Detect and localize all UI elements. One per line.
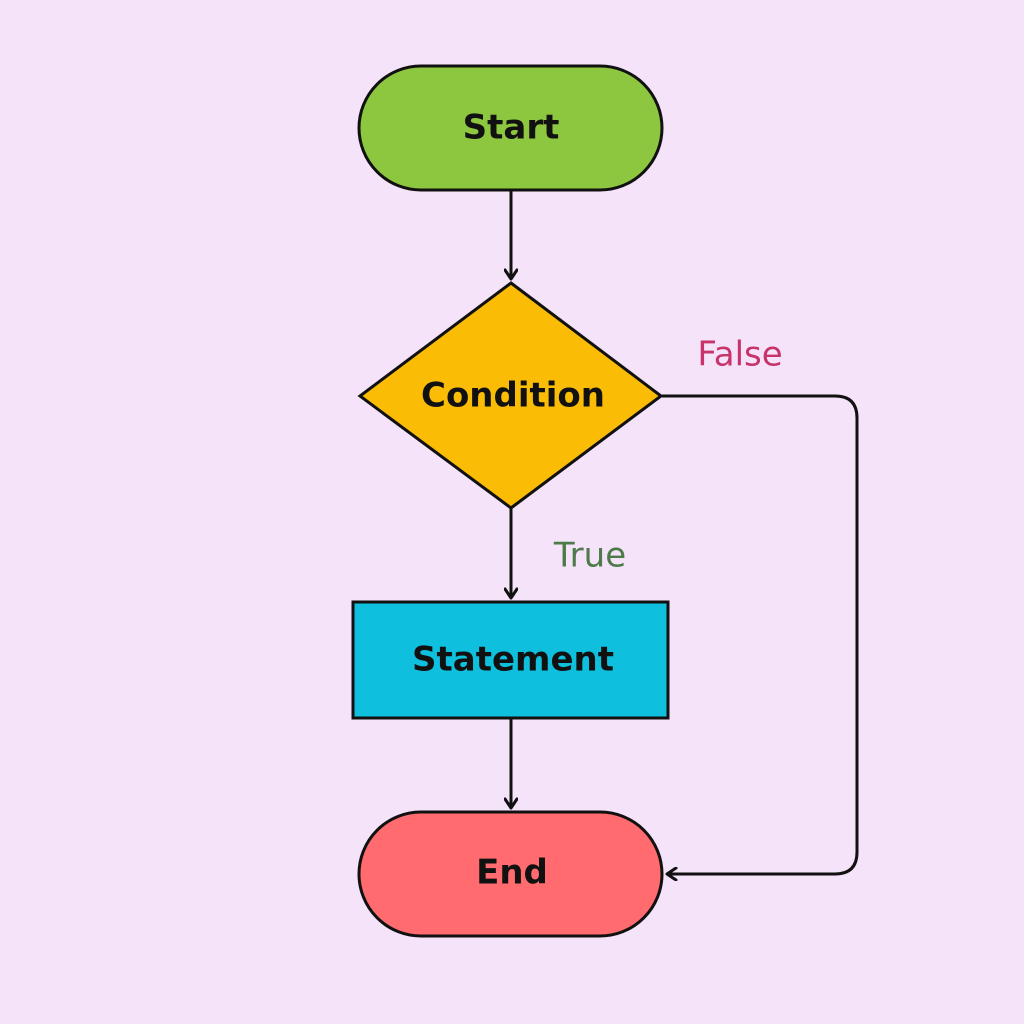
end-label: End (476, 853, 548, 893)
statement-shape (351, 600, 670, 720)
end-shape (357, 810, 664, 938)
end-node[interactable]: End (357, 810, 664, 938)
condition-node[interactable]: Condition (357, 281, 664, 510)
start-shape (357, 64, 664, 192)
condition-label: Condition (421, 376, 605, 416)
statement-node[interactable]: Statement (351, 600, 670, 720)
true-label: True (553, 536, 626, 576)
condition-shape (357, 281, 664, 510)
false-label: False (697, 335, 782, 375)
start-label: Start (463, 108, 560, 148)
start-node[interactable]: Start (357, 64, 664, 192)
statement-label: Statement (412, 640, 614, 680)
edge-condition-false (662, 394, 859, 874)
